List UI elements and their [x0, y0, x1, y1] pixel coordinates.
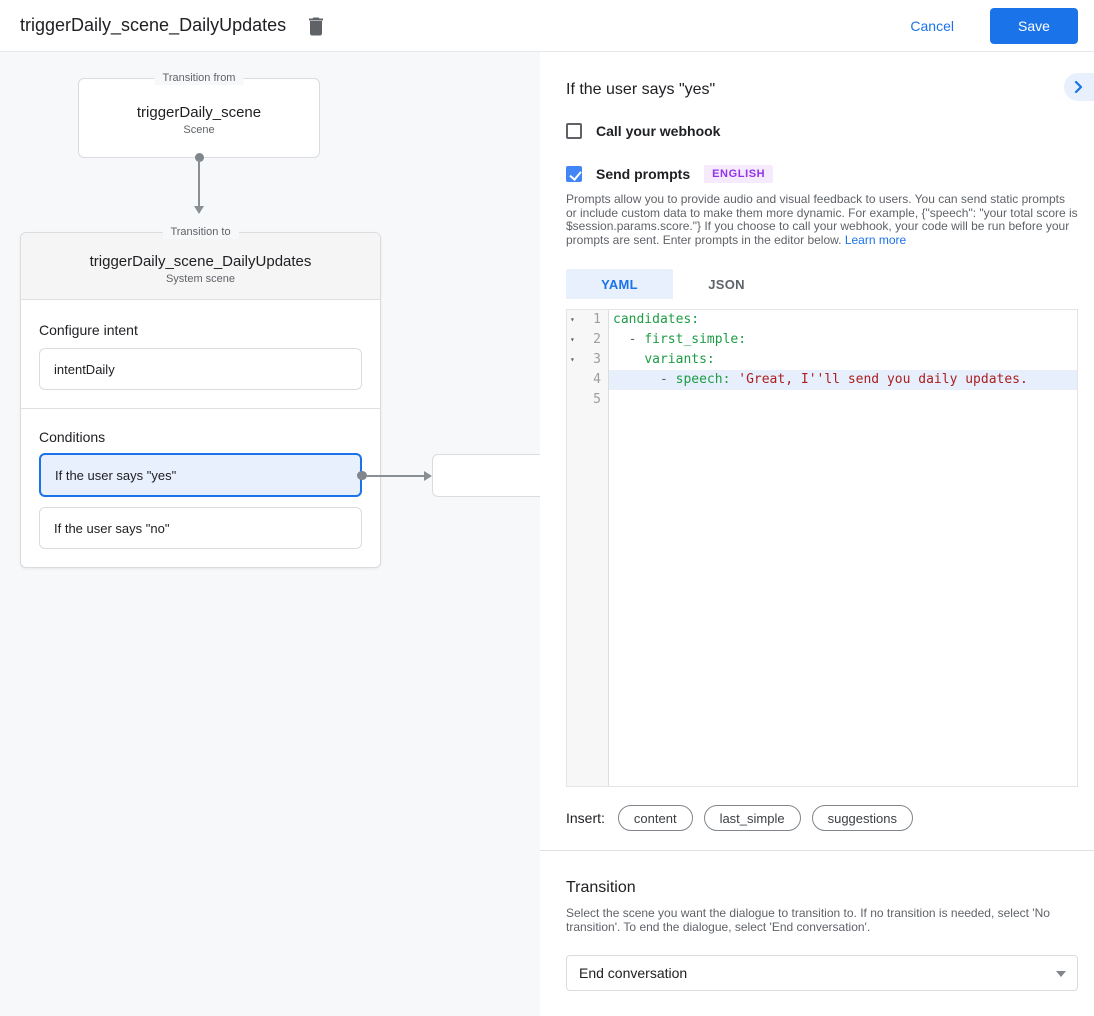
scene-card-body: Configure intent intentDaily Conditions … — [21, 300, 380, 567]
insert-chips: content last_simple suggestions — [617, 805, 913, 832]
webhook-checkbox[interactable] — [566, 123, 582, 139]
transition-to-legend: Transition to — [162, 226, 239, 239]
to-scene-name: triggerDaily_scene_DailyUpdates — [89, 253, 312, 270]
fold-arrow-icon[interactable]: ▾ — [570, 355, 575, 365]
panel-divider — [540, 850, 1094, 852]
configure-intent-label: Configure intent — [39, 322, 138, 338]
chevron-right-icon — [1074, 81, 1084, 93]
dropdown-caret-icon — [1056, 970, 1066, 977]
editor-code-area[interactable]: candidates: - first_simple: variants: - … — [609, 310, 1077, 786]
learn-more-link[interactable]: Learn more — [844, 232, 907, 247]
transition-target-node[interactable] — [432, 454, 540, 497]
arrow-down-icon — [194, 206, 204, 214]
transition-from-node[interactable]: Transition from triggerDaily_scene Scene — [78, 72, 320, 158]
tab-json[interactable]: JSON — [708, 276, 745, 292]
connector-line-vertical — [198, 160, 200, 206]
cancel-button[interactable]: Cancel — [894, 10, 970, 42]
card-divider — [21, 408, 380, 409]
from-scene-name: triggerDaily_scene — [136, 104, 262, 121]
line-number: ▾2 — [567, 330, 608, 350]
editor-gutter: ▾1▾2▾3 4 5 — [567, 310, 609, 787]
code-line — [613, 390, 1077, 410]
fold-arrow-icon[interactable]: ▾ — [570, 315, 575, 325]
to-scene-type: System scene — [165, 273, 236, 285]
transition-description: Select the scene you want the dialogue t… — [566, 906, 1050, 934]
tab-yaml[interactable]: YAML — [566, 269, 673, 300]
code-line: - first_simple: — [628, 332, 747, 348]
condition-port-dot — [358, 471, 367, 480]
language-badge: ENGLISH — [704, 165, 774, 183]
code-line: candidates: — [613, 312, 700, 328]
delete-scene-button[interactable] — [304, 14, 328, 38]
prompts-description: Prompts allow you to provide audio and v… — [566, 192, 1078, 247]
insert-row: Insert: content last_simple suggestions — [566, 805, 1078, 832]
insert-label: Insert: — [566, 810, 605, 827]
line-number: 5 — [593, 392, 601, 408]
prompts-description-text: Prompts allow you to provide audio and v… — [566, 192, 1078, 247]
scene-flow-canvas: Transition from triggerDaily_scene Scene… — [0, 52, 540, 1016]
scene-card-header[interactable]: triggerDaily_scene_DailyUpdates System s… — [21, 233, 380, 300]
top-bar: triggerDaily_scene_DailyUpdates Cancel S… — [0, 0, 1094, 52]
webhook-label: Call your webhook — [596, 123, 721, 139]
transition-from-legend: Transition from — [154, 72, 244, 85]
line-number: 4 — [593, 372, 601, 388]
webhook-checkbox-row: Call your webhook — [566, 123, 1078, 139]
send-prompts-checkbox[interactable] — [566, 166, 582, 182]
conditions-label: Conditions — [39, 429, 106, 445]
save-button[interactable]: Save — [990, 7, 1078, 44]
trash-icon — [307, 16, 325, 36]
conditions-list: If the user says "yes" If the user says "… — [39, 453, 366, 549]
code-line: - speech: 'Great, I''ll send you daily u… — [609, 370, 1077, 391]
condition-details-panel: If the user says "yes" Call your webhook… — [540, 52, 1094, 1016]
arrow-right-icon — [424, 471, 432, 481]
from-scene-type: Scene — [183, 124, 215, 136]
insert-chip-content[interactable]: content — [617, 805, 693, 832]
editor-format-tabs: YAML JSON — [566, 269, 1078, 300]
transition-to-node: Transition to triggerDaily_scene_DailyUp… — [20, 226, 381, 568]
intent-input[interactable]: intentDaily — [39, 348, 362, 390]
transition-section-title: Transition — [566, 879, 636, 897]
panel-title: If the user says "yes" — [566, 81, 716, 98]
line-number: ▾3 — [567, 350, 608, 370]
connector-dot — [195, 153, 204, 162]
condition-item[interactable]: If the user says "yes" — [39, 453, 366, 497]
transition-select[interactable]: End conversation — [566, 954, 1078, 991]
connector-line-horizontal — [366, 475, 424, 477]
fold-arrow-icon[interactable]: ▾ — [570, 335, 575, 345]
code-line: variants: — [644, 352, 715, 368]
yaml-code-editor[interactable]: ▾1▾2▾3 4 5 candidates: - first_simple: var… — [566, 309, 1078, 788]
send-prompts-label: Send prompts — [596, 166, 691, 182]
transition-select-value: End conversation — [579, 964, 688, 981]
page-title: triggerDaily_scene_DailyUpdates — [20, 15, 287, 35]
line-number: ▾1 — [567, 310, 608, 330]
insert-chip-last_simple[interactable]: last_simple — [703, 805, 801, 832]
collapse-panel-button[interactable] — [1064, 73, 1094, 101]
insert-chip-suggestions[interactable]: suggestions — [811, 805, 913, 832]
prompts-checkbox-row: Send prompts ENGLISH — [566, 165, 1078, 183]
condition-item[interactable]: If the user says "no" — [39, 507, 362, 549]
